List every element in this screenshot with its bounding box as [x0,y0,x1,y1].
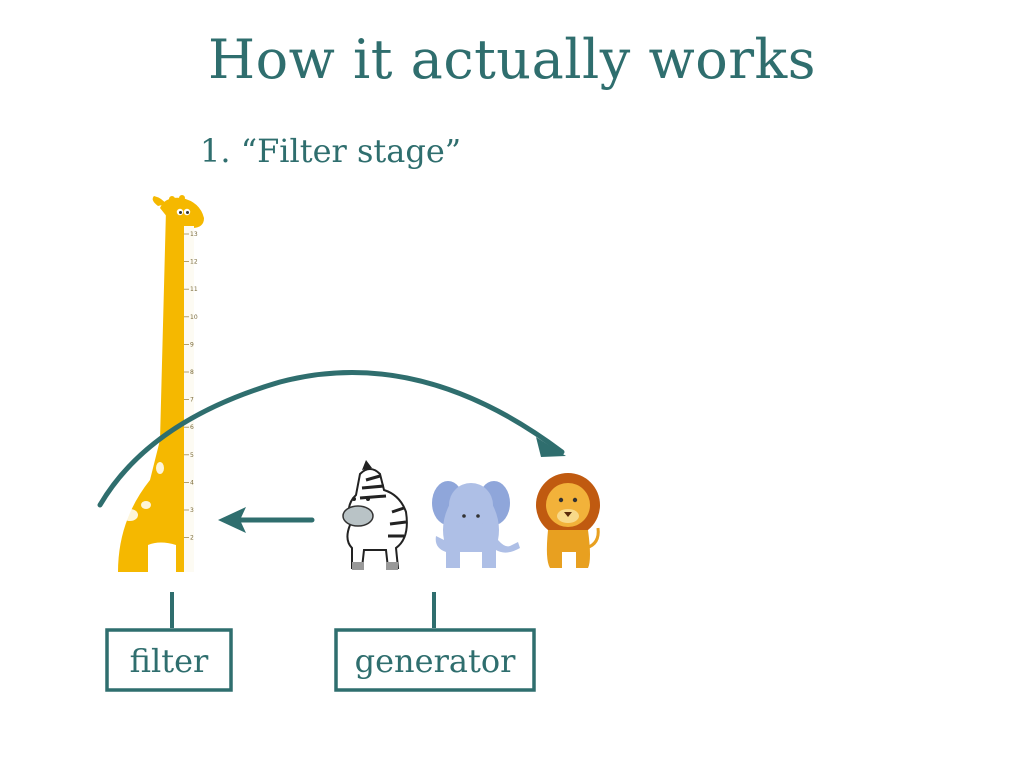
ruler-tick-label: 5 [190,452,194,459]
zebra-icon [342,460,408,570]
height-ruler: 13 12 11 10 9 8 7 6 5 4 3 2 [184,231,198,542]
ruler-tick-label: 6 [190,424,194,431]
ruler-tick-label: 7 [190,397,194,404]
ruler-tick-label: 12 [190,259,198,266]
ruler-tick-label: 11 [190,286,198,293]
ruler-tick-label: 4 [190,479,194,486]
ruler-tick-label: 9 [190,341,194,348]
curved-arrow [97,370,565,508]
ruler-tick-label: 10 [190,314,198,321]
lion-icon [536,473,600,568]
giraffe-icon: 13 12 11 10 9 8 7 6 5 4 3 2 [118,195,204,572]
filter-label: filter [130,642,209,680]
ruler-tick-label: 8 [190,369,194,376]
generator-label-box: generator [334,628,536,692]
straight-arrow-head [218,507,246,533]
ruler-tick-label: 3 [190,507,194,514]
slide-title: How it actually works [208,28,816,91]
ruler-tick-label: 2 [190,535,194,542]
filter-label-box: filter [105,628,233,692]
slide-subtitle: 1. “Filter stage” [200,132,462,170]
ruler-tick-label: 13 [190,231,198,238]
elephant-icon [432,481,520,568]
generator-label: generator [355,642,516,680]
curved-arrow-head [536,437,566,457]
